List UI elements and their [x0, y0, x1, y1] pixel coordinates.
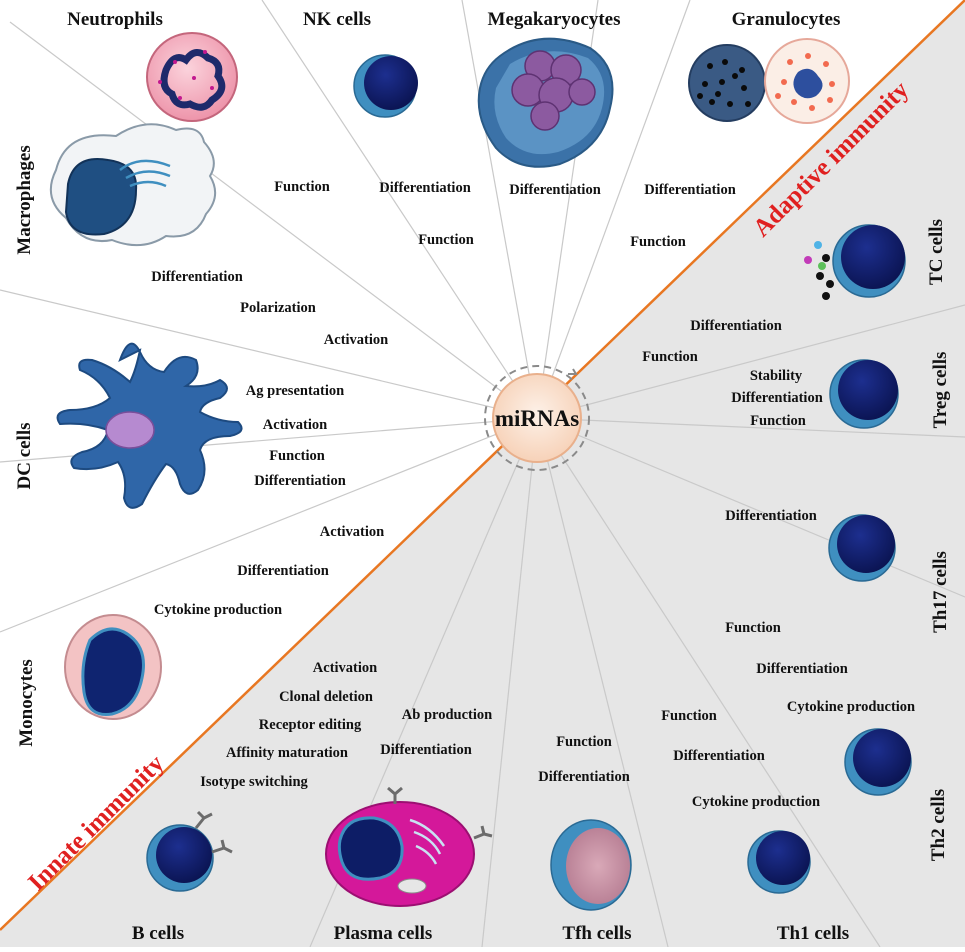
function-label: Cytokine production — [692, 794, 820, 810]
immunity-divider — [0, 0, 965, 931]
function-label: Differentiation — [237, 563, 329, 579]
granulocyte-icon — [688, 38, 850, 124]
cell-name-tfh: Tfh cells — [562, 923, 631, 944]
function-label: Function — [269, 448, 325, 464]
th1-cell-icon — [747, 830, 811, 894]
cell-name-plasma: Plasma cells — [334, 923, 433, 944]
b-cell-icon — [146, 810, 233, 892]
function-label: Differentiation — [644, 182, 736, 198]
function-label: Ab production — [402, 707, 492, 723]
function-label: Ag presentation — [246, 383, 344, 399]
function-label: Differentiation — [151, 269, 243, 285]
nk-cell-icon — [353, 54, 418, 118]
function-label: Function — [642, 349, 698, 365]
cell-name-macrophages: Macrophages — [14, 145, 35, 254]
cell-name-dc: DC cells — [14, 422, 35, 489]
function-label: Function — [750, 413, 806, 429]
function-label: Differentiation — [254, 473, 346, 489]
th17-cell-icon — [828, 514, 896, 582]
cell-name-th1: Th1 cells — [777, 923, 849, 944]
function-label: Differentiation — [379, 180, 471, 196]
function-label: Function — [274, 179, 330, 195]
function-label: Activation — [324, 332, 388, 348]
neutrophil-icon — [146, 32, 238, 122]
macrophage-icon — [49, 123, 217, 247]
cell-name-th2: Th2 cells — [928, 789, 949, 861]
function-label: Differentiation — [380, 742, 472, 758]
function-label: Isotype switching — [200, 774, 308, 790]
cell-name-treg: Treg cells — [930, 352, 951, 429]
th2-cell-icon — [844, 728, 912, 796]
cell-name-th17: Th17 cells — [930, 551, 951, 633]
function-label: Differentiation — [725, 508, 817, 524]
function-label: Cytokine production — [154, 602, 282, 618]
function-label: Function — [418, 232, 474, 248]
function-label: Function — [556, 734, 612, 750]
function-label: Affinity maturation — [226, 745, 348, 761]
function-label: Stability — [750, 368, 803, 384]
function-label: Differentiation — [673, 748, 765, 764]
monocyte-icon — [64, 614, 162, 720]
function-label: Cytokine production — [787, 699, 915, 715]
function-label: Activation — [313, 660, 377, 676]
function-label: Function — [630, 234, 686, 250]
tfh-cell-icon — [550, 819, 632, 911]
function-label: Clonal deletion — [279, 689, 373, 705]
megakaryocyte-icon — [477, 37, 614, 168]
plasma-cell-icon — [325, 786, 493, 907]
function-label: Differentiation — [538, 769, 630, 785]
tc-cell-icon — [804, 224, 906, 300]
function-label: Differentiation — [731, 390, 823, 406]
treg-cell-icon — [829, 359, 899, 429]
cell-name-neutrophils: Neutrophils — [67, 9, 163, 30]
dendritic-cell-icon — [56, 342, 243, 509]
cell-name-megakaryocytes: Megakaryocytes — [488, 9, 621, 30]
function-label: Function — [661, 708, 717, 724]
function-label: Activation — [320, 524, 384, 540]
cell-name-tc: TC cells — [926, 219, 947, 285]
cell-name-nk: NK cells — [303, 9, 371, 30]
function-label: Differentiation — [509, 182, 601, 198]
function-label: Function — [725, 620, 781, 636]
function-label: Receptor editing — [259, 717, 362, 733]
cell-name-b: B cells — [132, 923, 184, 944]
mirnas-hub: miRNAs — [484, 365, 590, 471]
function-label: Activation — [263, 417, 327, 433]
function-label: Polarization — [240, 300, 316, 316]
cell-name-granulocytes: Granulocytes — [732, 9, 841, 30]
mirnas-label: miRNAs — [495, 406, 579, 431]
function-label: Differentiation — [690, 318, 782, 334]
cell-name-monocytes: Monocytes — [16, 659, 37, 747]
function-label: Differentiation — [756, 661, 848, 677]
